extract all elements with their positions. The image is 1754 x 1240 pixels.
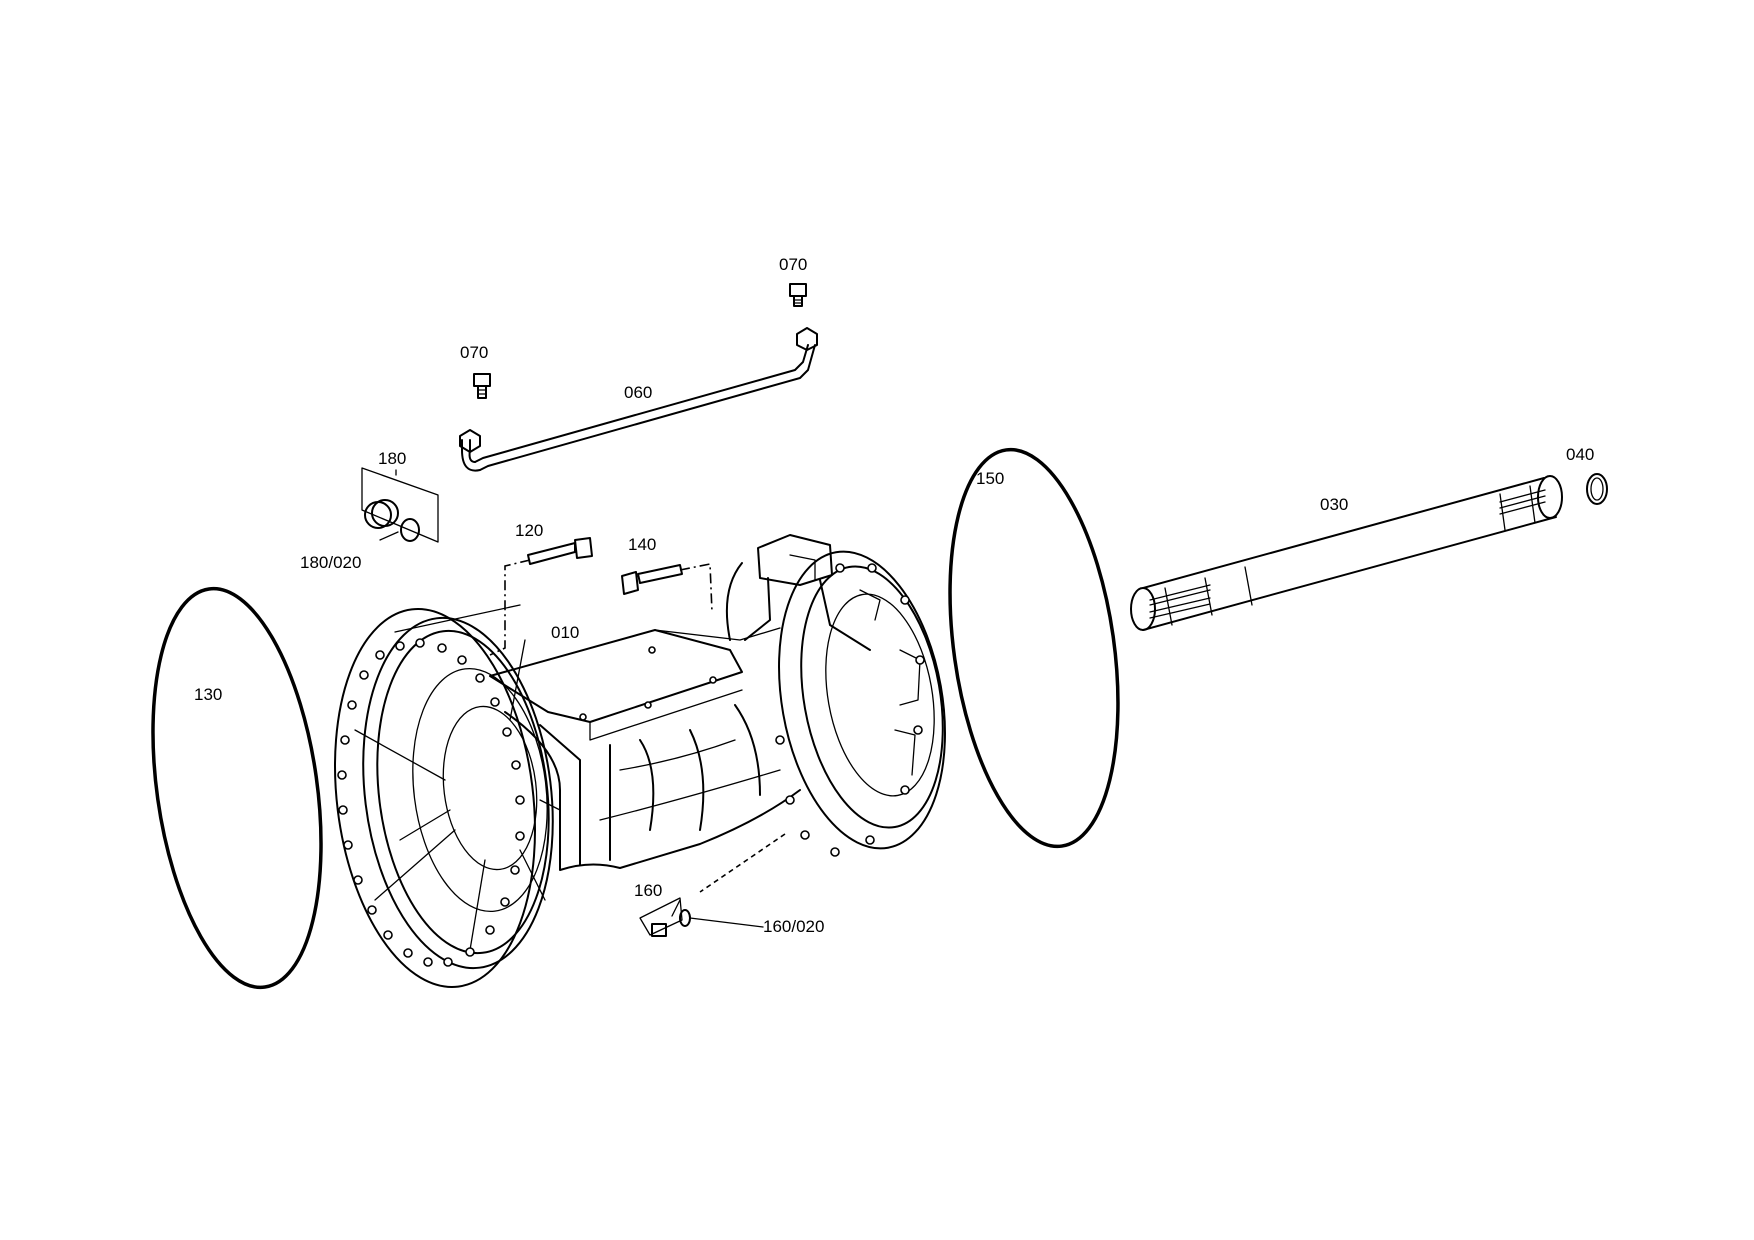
label-060: 060 xyxy=(624,383,652,402)
part-150-o-ring[interactable] xyxy=(927,439,1141,857)
label-180-020: 180/020 xyxy=(300,553,361,572)
label-140: 140 xyxy=(628,535,656,554)
part-120-bolt[interactable] xyxy=(527,537,593,565)
label-160-020: 160/020 xyxy=(763,917,824,936)
leader-lines xyxy=(395,469,681,917)
assembly-lines xyxy=(489,559,786,893)
label-130: 130 xyxy=(194,685,222,704)
label-030: 030 xyxy=(1320,495,1348,514)
label-150: 150 xyxy=(976,469,1004,488)
part-070-plug-left[interactable] xyxy=(473,373,491,399)
label-040: 040 xyxy=(1566,445,1594,464)
part-160-plug-assembly[interactable] xyxy=(639,897,764,937)
part-030-shaft[interactable] xyxy=(1130,475,1563,631)
label-070-left: 070 xyxy=(460,343,488,362)
part-130-o-ring[interactable] xyxy=(130,578,344,998)
part-040-snap-ring[interactable] xyxy=(1586,473,1608,505)
label-010: 010 xyxy=(551,623,579,642)
part-180-plug-assembly[interactable] xyxy=(361,467,439,543)
label-160: 160 xyxy=(634,881,662,900)
part-060-pipe[interactable] xyxy=(459,327,818,472)
part-010-axle-housing[interactable] xyxy=(315,534,967,999)
label-120: 120 xyxy=(515,521,543,540)
flange-bolt-holes xyxy=(337,638,525,967)
label-070-right: 070 xyxy=(779,255,807,274)
part-070-plug-right[interactable] xyxy=(789,283,807,307)
label-180: 180 xyxy=(378,449,406,468)
part-140-bolt[interactable] xyxy=(621,564,683,595)
